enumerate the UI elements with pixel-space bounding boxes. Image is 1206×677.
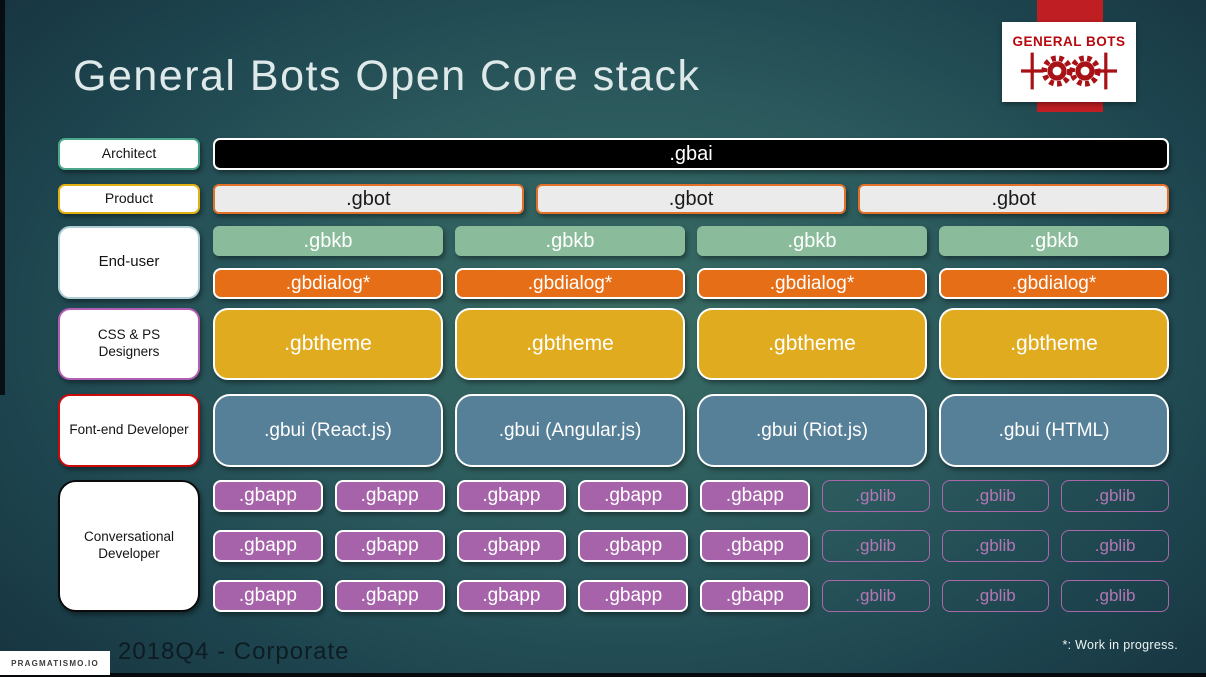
gbdialog-box: .gbdialog* <box>455 268 685 299</box>
gbapp-box: .gbapp <box>578 530 688 562</box>
gbapp-box: .gbapp <box>456 580 567 612</box>
gbot-row: .gbot .gbot .gbot <box>213 184 1170 214</box>
gbapp-row-3: .gbapp .gbapp .gbapp .gbapp .gbapp .gbli… <box>213 580 1169 612</box>
role-label-end-user: End-user <box>58 226 200 299</box>
gbapp-box: .gbapp <box>334 530 445 562</box>
gbdialog-row: .gbdialog* .gbdialog* .gbdialog* .gbdial… <box>213 268 1169 299</box>
gbot-box: .gbot <box>535 184 847 214</box>
slide-title: General Bots Open Core stack <box>73 52 701 100</box>
gbapp-box: .gbapp <box>334 480 445 512</box>
gbui-html-box: .gbui (HTML) <box>939 394 1169 467</box>
gbai-box: .gbai <box>213 138 1169 170</box>
pragmatismo-logo: PRAGMATISMO.IO <box>0 651 110 675</box>
gbkb-row: .gbkb .gbkb .gbkb .gbkb <box>213 226 1169 256</box>
gbapp-box: .gbapp <box>578 480 688 512</box>
gbtheme-box: .gbtheme <box>455 308 685 380</box>
role-label-conversational-developer: Conversational Developer <box>58 480 200 612</box>
gbui-angular-box: .gbui (Angular.js) <box>455 394 685 467</box>
gbui-riot-box: .gbui (Riot.js) <box>697 394 927 467</box>
gbkb-box: .gbkb <box>697 226 927 256</box>
gbapp-box: .gbapp <box>456 480 567 512</box>
gbapp-box: .gbapp <box>700 580 810 612</box>
gblib-box: .gblib <box>821 580 930 612</box>
logo-brand-text: GENERAL BOTS <box>1012 33 1126 49</box>
logo-card: GENERAL BOTS <box>1002 22 1136 102</box>
role-label-product: Product <box>58 184 200 214</box>
bottom-edge-bar <box>0 673 1206 677</box>
gbapp-row-2: .gbapp .gbapp .gbapp .gbapp .gbapp .gbli… <box>213 530 1169 562</box>
gbot-box: .gbot <box>213 184 524 214</box>
gbapp-box: .gbapp <box>700 480 810 512</box>
gbtheme-box: .gbtheme <box>213 308 443 380</box>
gbot-box: .gbot <box>858 184 1170 214</box>
gbapp-box: .gbapp <box>334 580 445 612</box>
gbdialog-box: .gbdialog* <box>697 268 927 299</box>
left-edge-bar <box>0 0 5 395</box>
gblib-box: .gblib <box>1061 530 1169 562</box>
gbkb-box: .gbkb <box>939 226 1169 256</box>
gbai-row: .gbai <box>213 138 1169 170</box>
gblib-box: .gblib <box>941 530 1050 562</box>
gbkb-box: .gbkb <box>213 226 443 256</box>
gbapp-row-1: .gbapp .gbapp .gbapp .gbapp .gbapp .gbli… <box>213 480 1169 512</box>
gbapp-box: .gbapp <box>700 530 810 562</box>
footer-caption: 2018Q4 - Corporate <box>118 638 350 665</box>
gbapp-box: .gbapp <box>456 530 567 562</box>
gblib-box: .gblib <box>821 530 930 562</box>
gbui-row: .gbui (React.js) .gbui (Angular.js) .gbu… <box>213 394 1169 467</box>
stack-diagram: .gbai .gbot .gbot .gbot .gbkb .gbkb .gbk… <box>213 138 1170 612</box>
gbapp-box: .gbapp <box>213 480 323 512</box>
gbtheme-box: .gbtheme <box>697 308 927 380</box>
gbtheme-row: .gbtheme .gbtheme .gbtheme .gbtheme <box>213 308 1169 380</box>
gears-icon <box>1021 52 1117 89</box>
gblib-box: .gblib <box>821 480 930 512</box>
gblib-box: .gblib <box>941 480 1050 512</box>
gbapp-box: .gbapp <box>213 530 323 562</box>
gbkb-box: .gbkb <box>455 226 685 256</box>
gblib-box: .gblib <box>1061 480 1169 512</box>
gbapp-box: .gbapp <box>213 580 323 612</box>
gbtheme-box: .gbtheme <box>939 308 1169 380</box>
role-label-font-end-developer: Font-end Developer <box>58 394 200 467</box>
gblib-box: .gblib <box>941 580 1050 612</box>
general-bots-logo: GENERAL BOTS <box>1000 0 1140 120</box>
gblib-box: .gblib <box>1061 580 1169 612</box>
role-label-css-ps-designers: CSS & PS Designers <box>58 308 200 380</box>
gbapp-box: .gbapp <box>578 580 688 612</box>
gbdialog-box: .gbdialog* <box>939 268 1169 299</box>
work-in-progress-note: *: Work in progress. <box>1062 638 1178 652</box>
gbui-react-box: .gbui (React.js) <box>213 394 443 467</box>
gbdialog-box: .gbdialog* <box>213 268 443 299</box>
role-label-architect: Architect <box>58 138 200 170</box>
